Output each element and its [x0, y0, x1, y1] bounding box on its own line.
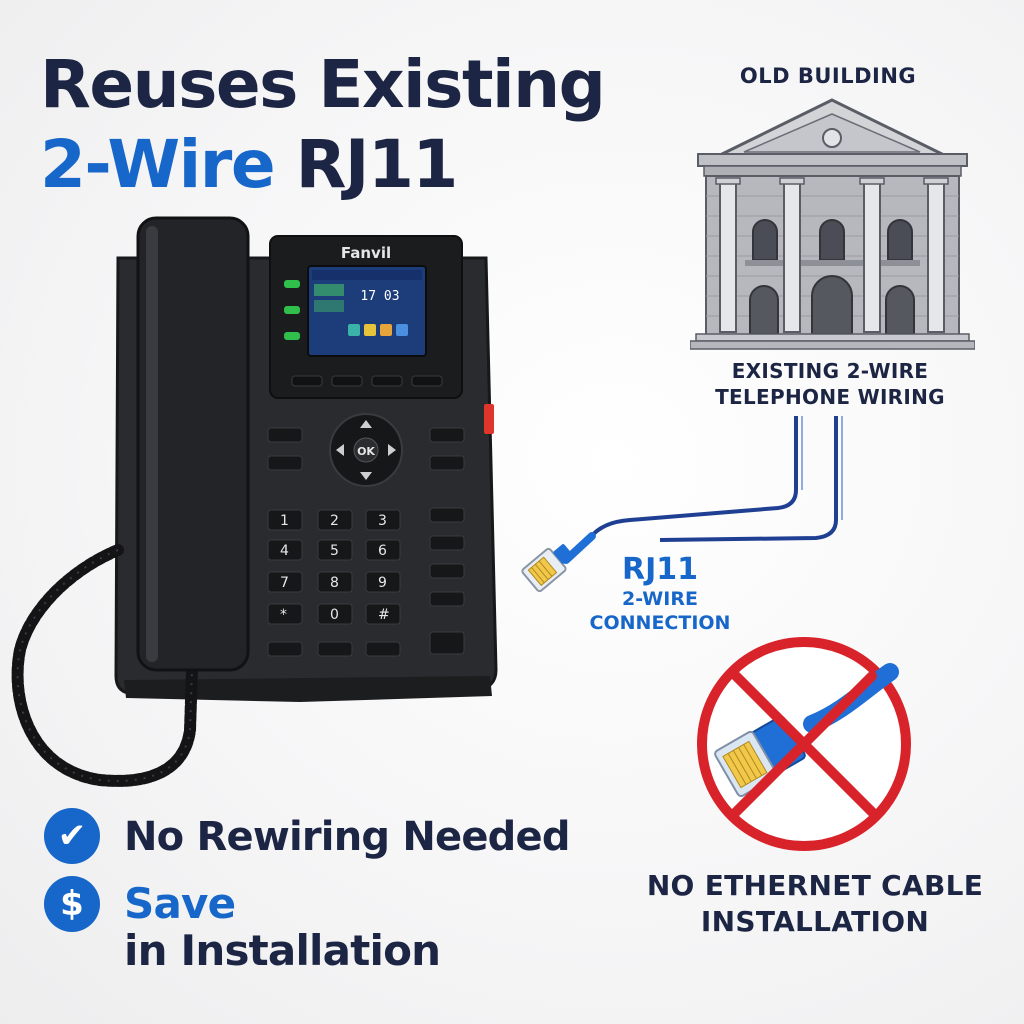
headline: Reuses Existing 2-Wire RJ11	[40, 46, 606, 198]
checkmark-icon: ✔	[44, 808, 100, 864]
headline-accent: 2-Wire	[40, 126, 276, 203]
benefit-no-rewiring: No Rewiring Needed	[124, 814, 570, 860]
keypad-key-label: 8	[330, 575, 339, 591]
telephone-wire	[521, 416, 843, 593]
no-ethernet-line-1: NO ETHERNET CABLE	[646, 869, 984, 902]
keypad-key	[317, 571, 353, 593]
headline-line-2: 2-Wire RJ11	[40, 132, 604, 198]
keypad-key	[317, 539, 353, 561]
keypad-key-label: #	[378, 607, 390, 623]
rj11-plug-icon	[521, 544, 573, 593]
keypad-key	[365, 603, 401, 625]
keypad-key	[267, 603, 303, 625]
keypad-key-label: 4	[280, 543, 289, 559]
keypad-key	[267, 571, 303, 593]
dollar-icon: $	[44, 876, 100, 932]
keypad-key-label: 7	[280, 575, 289, 591]
rj11-title: RJ11	[621, 552, 698, 587]
ip-phone-icon: Fanvil 17 03 OK 1 2 3 4 5 6 7 8 9 * 0 #	[11, 216, 498, 787]
keypad-key	[365, 509, 401, 531]
building-label: OLD BUILDING	[739, 64, 917, 88]
keypad-key-label: *	[280, 607, 287, 623]
headline-rest: RJ11	[295, 126, 459, 203]
benefit-save-line-2: in Installation	[124, 926, 441, 976]
headline-line-1: Reuses Existing	[40, 46, 606, 123]
keypad-key-label: 2	[330, 513, 339, 529]
benefit-save: Save in Installation	[124, 879, 441, 976]
keypad-key-label: 9	[378, 575, 387, 591]
wiring-label-line-1: EXISTING 2-WIRE	[731, 359, 929, 383]
no-ethernet-icon	[697, 637, 911, 851]
building-icon	[690, 98, 975, 350]
keypad-key	[267, 509, 303, 531]
benefit-save-line-1: Save	[124, 879, 236, 928]
wiring-label-line-2: TELEPHONE WIRING	[715, 385, 945, 409]
keypad-key-label: 6	[378, 543, 387, 559]
rj11-line-1: 2-WIRE	[622, 588, 698, 610]
rj11-line-2: CONNECTION	[589, 611, 731, 634]
keypad-key	[365, 571, 401, 593]
no-ethernet-line-2: INSTALLATION	[700, 905, 930, 939]
keypad-key	[365, 539, 401, 561]
wiring-label: EXISTING 2-WIRE TELEPHONE WIRING	[680, 358, 980, 410]
phone-brand: Fanvil	[341, 244, 391, 262]
nav-ok-button: OK	[357, 445, 375, 458]
no-ethernet-label: NO ETHERNET CABLE INSTALLATION	[640, 868, 990, 941]
keypad-key	[317, 509, 353, 531]
rj11-connection-label: RJ11 2-WIRE CONNECTION	[585, 553, 735, 634]
keypad-key-label: 1	[280, 513, 289, 529]
keypad-key-label: 3	[378, 513, 387, 529]
keypad-key-label: 0	[330, 607, 339, 623]
phone-screen-time: 17 03	[360, 289, 399, 304]
keypad-key-label: 5	[330, 543, 339, 559]
keypad-key	[267, 539, 303, 561]
keypad-key	[317, 603, 353, 625]
